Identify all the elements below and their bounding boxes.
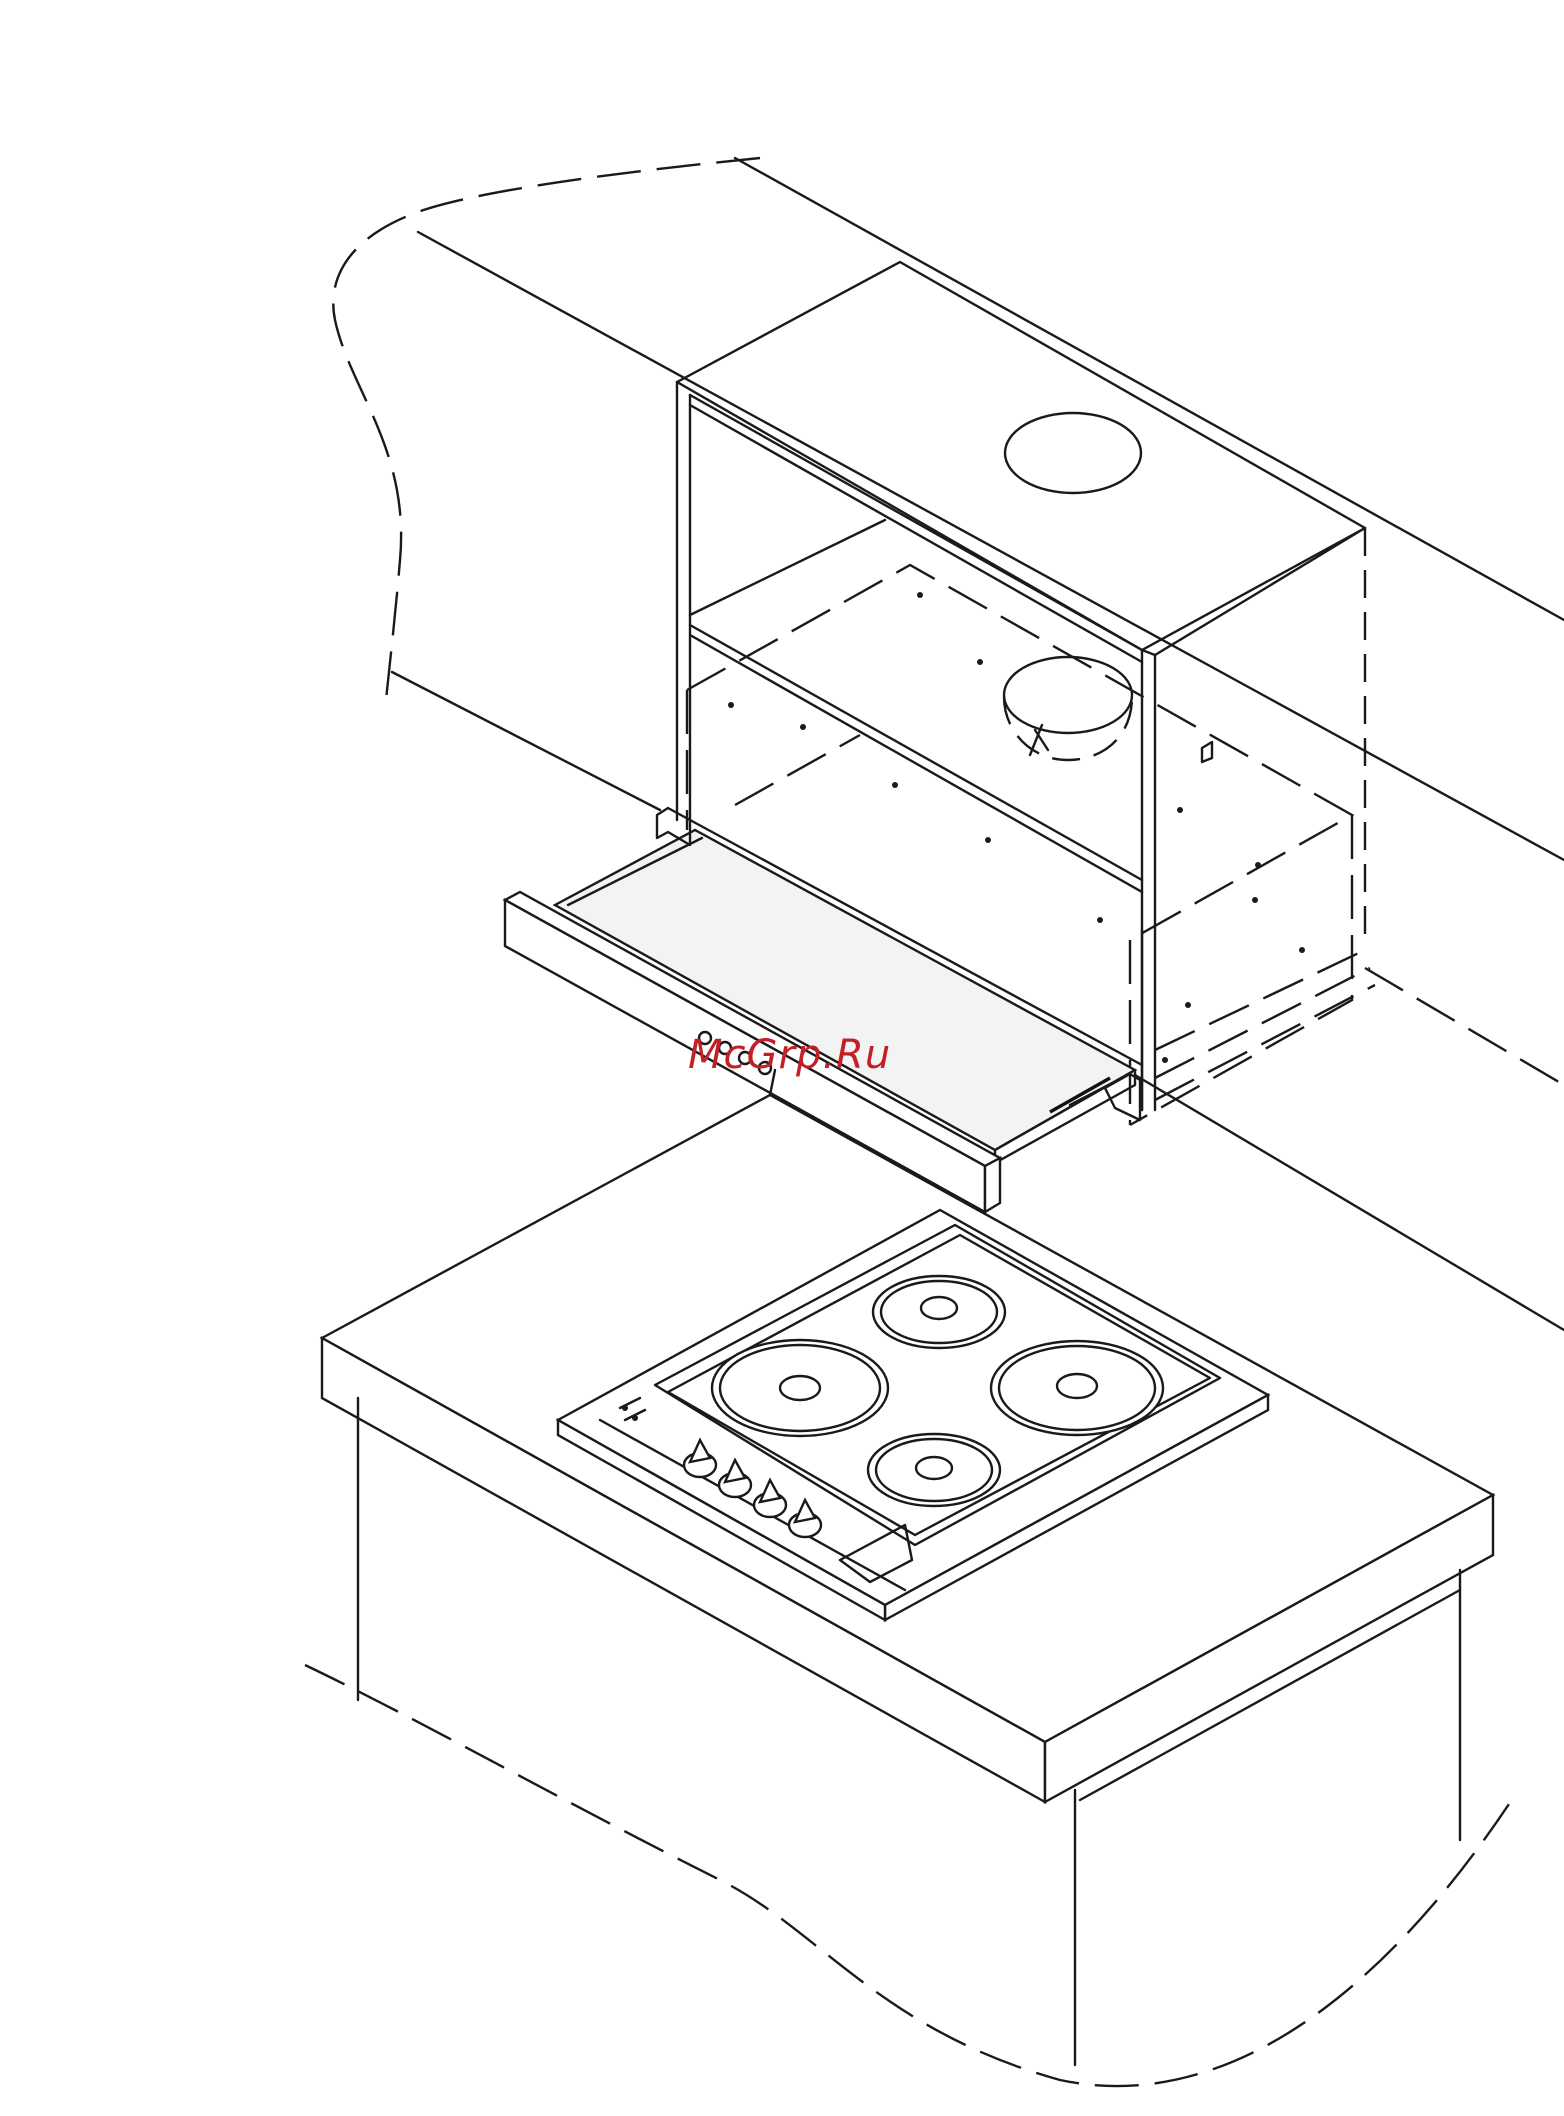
hob-burner-left xyxy=(712,1340,888,1436)
hob-burner-back xyxy=(873,1276,1005,1348)
watermark-text: McGrp.Ru xyxy=(688,1032,891,1078)
hob-burner-front xyxy=(868,1434,1000,1506)
hob-burner-right xyxy=(991,1341,1163,1435)
